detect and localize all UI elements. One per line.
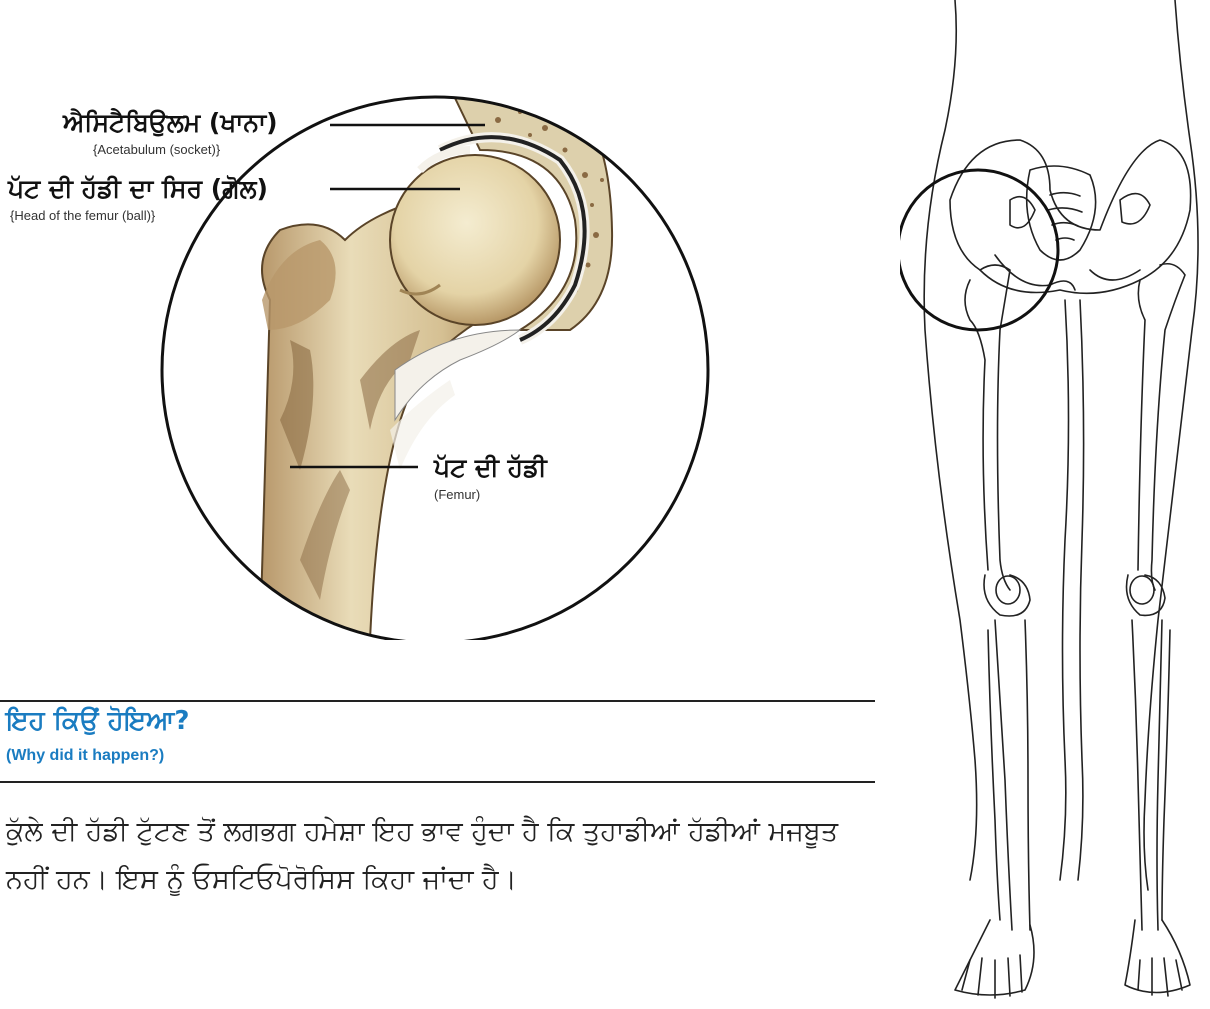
body-paragraph: ਕੁੱਲੇ ਦੀ ਹੱਡੀ ਟੁੱਟਣ ਤੋਂ ਲਗਭਗ ਹਮੇਸ਼ਾ ਇਹ ਭ… [6,808,886,904]
femur-label-english: (Femur) [434,488,480,501]
acetabulum-label-english: {Acetabulum (socket)} [93,143,220,156]
femur-head [390,155,560,325]
top-divider [0,700,875,702]
section-title: ਇਹ ਕਿਉਂ ਹੋਇਆ? [6,708,190,734]
leg-skeleton-illustration [900,0,1210,1009]
femur-head-label-english: {Head of the femur (ball)} [10,209,155,222]
femur-head-label: ਪੱਟ ਦੀ ਹੱਡੀ ਦਾ ਸਿਰ (ਗੋਲ) [8,176,268,201]
bottom-divider [0,781,875,783]
hip-joint-illustration [0,0,900,640]
acetabulum-label: ਐਸਿਟੈਬਿਉਲਮ (ਖਾਨਾ) [63,110,278,135]
section-subtitle: (Why did it happen?) [6,748,164,764]
femur-label: ਪੱਟ ਦੀ ਹੱਡੀ [434,455,547,480]
